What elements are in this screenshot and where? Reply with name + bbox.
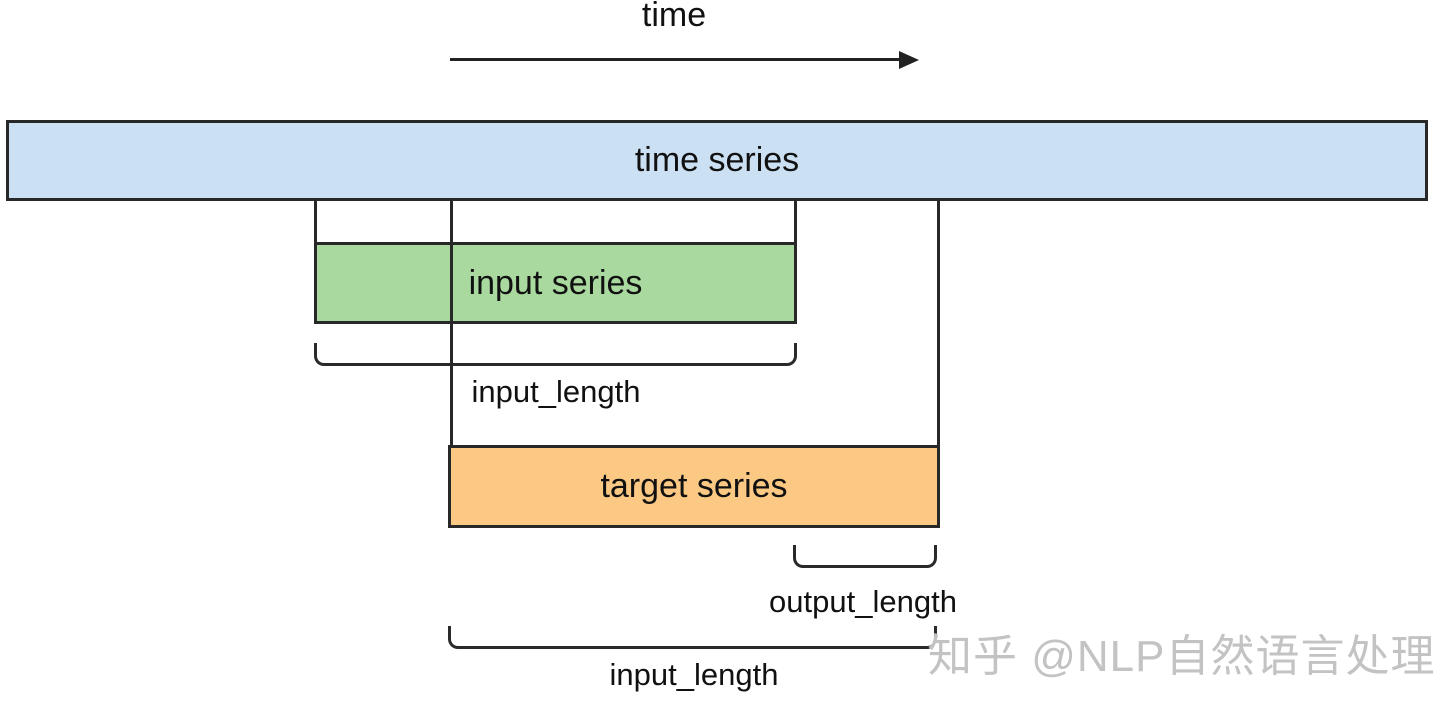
time-arrow-line	[450, 58, 902, 61]
connector-target-left	[450, 199, 453, 448]
connector-input-left	[314, 199, 317, 245]
bracket-output-length	[793, 545, 937, 568]
bracket-input-length-top	[314, 343, 797, 366]
input-series-bar-label: input series	[468, 263, 643, 302]
input-length-bottom-label: input_length	[609, 657, 779, 692]
time-series-bar-label: time series	[634, 141, 800, 179]
input-length-top-label: input_length	[471, 374, 641, 409]
target-series-bar-label: target series	[600, 467, 788, 505]
zhihu-watermark: 知乎 @NLP自然语言处理	[928, 632, 1436, 681]
connector-input-right	[794, 199, 797, 245]
connector-target-right	[937, 199, 940, 448]
bracket-input-length-bottom	[448, 626, 937, 649]
input-series-bar: input series	[314, 242, 797, 324]
time-arrow-head-icon	[899, 51, 919, 69]
time-series-bar: time series	[6, 120, 1428, 201]
time-axis-label: time	[641, 0, 707, 34]
target-series-bar: target series	[448, 445, 940, 528]
output-length-label: output_length	[769, 584, 957, 619]
